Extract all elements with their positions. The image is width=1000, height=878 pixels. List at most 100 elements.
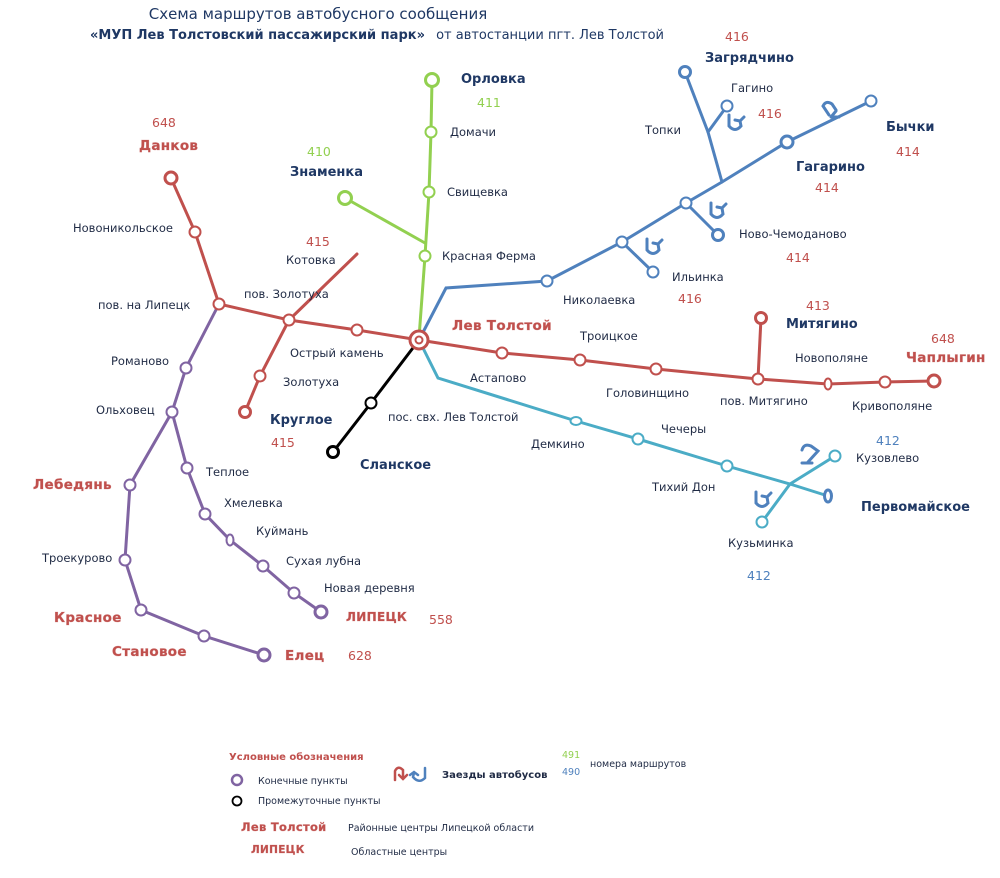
stop-chechery: Чечеры [661,422,706,436]
route-414-bychki: 414 [896,144,920,159]
detour-icon [645,237,664,255]
stop-olkhovets: Ольховец [96,403,155,417]
stop-nikolaevka: Николаевка [563,293,635,307]
route-412-kuzovlevo: 412 [876,433,900,448]
intermediate-stop-black [364,396,378,410]
stop-ilyinka: Ильинка [672,270,724,284]
route-414-novochem: 414 [786,250,810,265]
stop-novopolyane: Новополяне [795,351,868,365]
stop-kuzminka: Кузьминка [728,536,794,550]
stop-novonikolskoe: Новоникольское [73,221,173,235]
cyan-routes [417,338,837,524]
terminal-chaplygin: Чаплыгин [906,350,986,366]
legend-intermediate-text: Промежуточные пункты [258,796,381,807]
terminal-mityagino: Митягино [786,317,858,332]
terminal-stops-red [163,170,942,419]
blue-routes [417,70,873,342]
intermediate-stops-green [418,125,438,263]
route-415-top: 415 [306,234,330,249]
route-648-chaplygin: 648 [931,331,955,346]
intermediate-stops-red [188,225,892,391]
map-title: Схема маршрутов автобусного сообщения [149,5,487,23]
terminal-stops-purple [256,604,329,663]
legend-route-numbers-text: номера маршрутов [590,759,687,770]
route-628: 628 [348,648,372,663]
detour-icon [727,113,746,131]
legend-route-sample-b: 490 [562,767,580,778]
stop-ostry-kamen: Острый камень [290,346,384,360]
stop-troitskoe: Троицкое [579,329,638,343]
stop-topki: Топки [644,123,681,137]
route-415-bottom: 415 [271,435,295,450]
route-410: 410 [307,144,331,159]
terminal-bychki: Бычки [886,120,935,135]
terminal-stop-black [326,445,340,459]
stop-troekurovo: Троекурово [41,551,112,565]
green-routes [343,78,434,340]
stop-svischevka: Свищевка [447,185,508,199]
intermediate-stops-purple [118,361,301,643]
detour-icon [709,201,728,219]
route-648-dankov: 648 [152,115,176,130]
terminal-dankov: Данков [139,138,198,154]
route-412-kuzminka: 412 [747,568,771,583]
intermediate-stops-cyan [569,416,842,529]
map-subtitle: «МУП Лев Толстовский пассажирский парк» … [90,24,664,43]
legend-regional-sample: ЛИПЕЦК [251,844,305,856]
legend-detour-icon-blue [408,766,427,782]
hub-station [408,329,430,351]
legend-route-sample-a: 491 [562,750,580,761]
stop-khmelevka: Хмелевка [224,496,283,510]
terminal-stanovoe: Становое [112,644,187,660]
stop-kuzovlevo: Кузовлево [856,451,919,465]
route-416-nikolaevka: 416 [678,291,702,306]
legend-regional-text: Областные центры [351,847,447,858]
map-subtitle-station: от автостанции пгт. Лев Толстой [436,28,664,43]
legend-district-sample: Лев Толстой [241,820,327,834]
legend: Условные обозначения Конечные пункты Про… [229,750,687,858]
terminal-stop-cyan [823,488,833,504]
terminal-gagarino: Гагарино [796,160,865,175]
legend-district-text: Районные центры Липецкой области [348,823,534,834]
terminal-zagryadchino: Загрядчино [705,51,794,66]
hub-label: Лев Толстой [452,318,552,334]
stop-kuyman: Куймань [256,524,309,538]
terminal-pervomayskoe: Первомайское [861,500,970,515]
stop-pov-mityagino: пов. Митягино [720,394,808,408]
terminal-krasnoe: Красное [54,610,122,626]
terminal-stops-green [337,72,440,206]
stop-pos-svkh: пос. свх. Лев Толстой [388,410,519,424]
legend-detour-text: Заезды автобусов [442,769,547,781]
route-558: 558 [429,612,453,627]
terminal-elets: Елец [285,648,324,664]
stop-pov-zolotukha: пов. Золотуха [244,287,329,301]
stop-krivopolyane: Кривополяне [852,399,932,413]
route-416-top: 416 [725,29,749,44]
legend-terminal-marker [230,773,244,787]
terminal-orlovka: Орловка [461,72,526,87]
terminal-znamenka: Знаменка [290,165,363,180]
stop-sukhaya-lubna: Сухая лубна [286,554,361,568]
terminal-lipetsk: ЛИПЕЦК [346,610,407,624]
stop-domachi: Домачи [450,125,496,139]
legend-title: Условные обозначения [229,751,364,763]
terminal-krugloe: Круглое [270,413,333,428]
stop-pov-lipetsk: пов. на Липецк [98,298,190,312]
stop-astapovo: Астапово [470,371,526,385]
stop-teploe: Теплое [205,465,249,479]
stop-novo-chemodanovo: Ново-Чемоданово [739,227,847,241]
detour-icon [754,490,773,508]
stop-demkino: Демкино [531,437,585,451]
terminal-lebedyan: Лебедянь [33,477,112,493]
stop-novaya-derevnya: Новая деревня [324,581,415,595]
stop-zolotukha: Золотуха [283,375,339,389]
red-east-routes [417,316,936,386]
stop-krasnaya-ferma: Красная Ферма [442,249,536,263]
terminal-slanskoe: Сланское [360,458,431,473]
stop-gagino: Гагино [731,81,773,95]
legend-intermediate-marker [231,795,243,807]
route-414-gagarino: 414 [815,180,839,195]
stop-tikhiy-don: Тихий Дон [651,480,715,494]
map-subtitle-company: «МУП Лев Толстовский пассажирский парк» [90,28,425,43]
